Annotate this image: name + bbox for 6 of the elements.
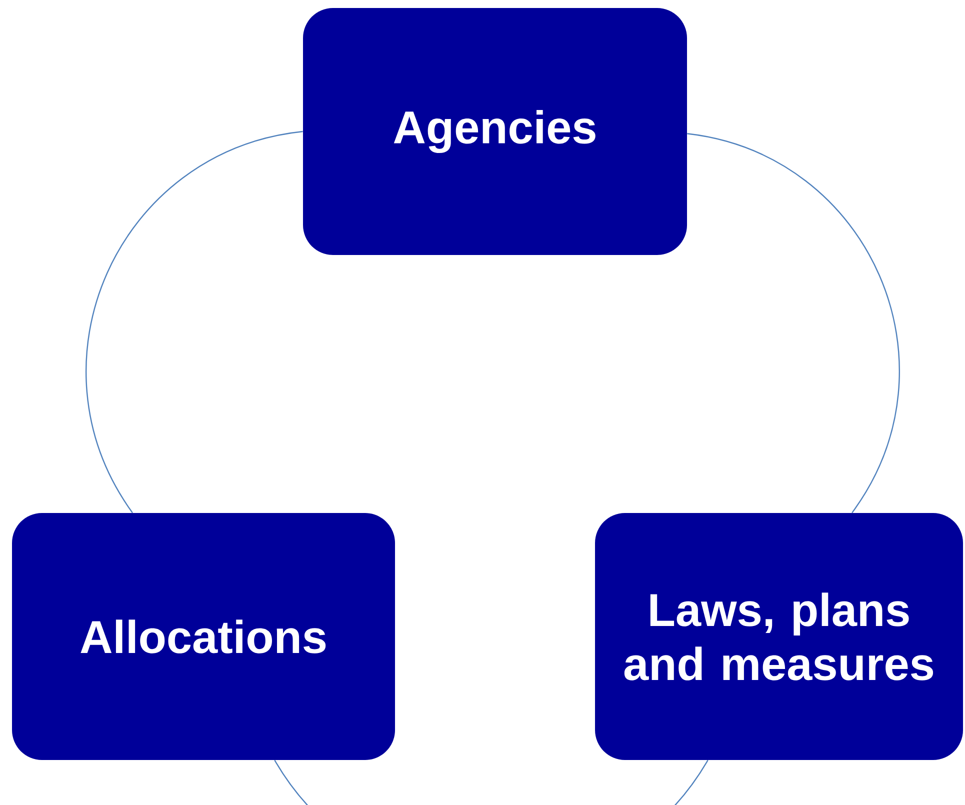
- process-box: Allocations: [12, 513, 395, 760]
- process-box: Agencies: [303, 8, 687, 255]
- connector-arc: [274, 760, 708, 805]
- connector-arc: [86, 130, 303, 514]
- connector-arc: [687, 133, 900, 514]
- process-box: Laws, plans and measures: [595, 513, 964, 760]
